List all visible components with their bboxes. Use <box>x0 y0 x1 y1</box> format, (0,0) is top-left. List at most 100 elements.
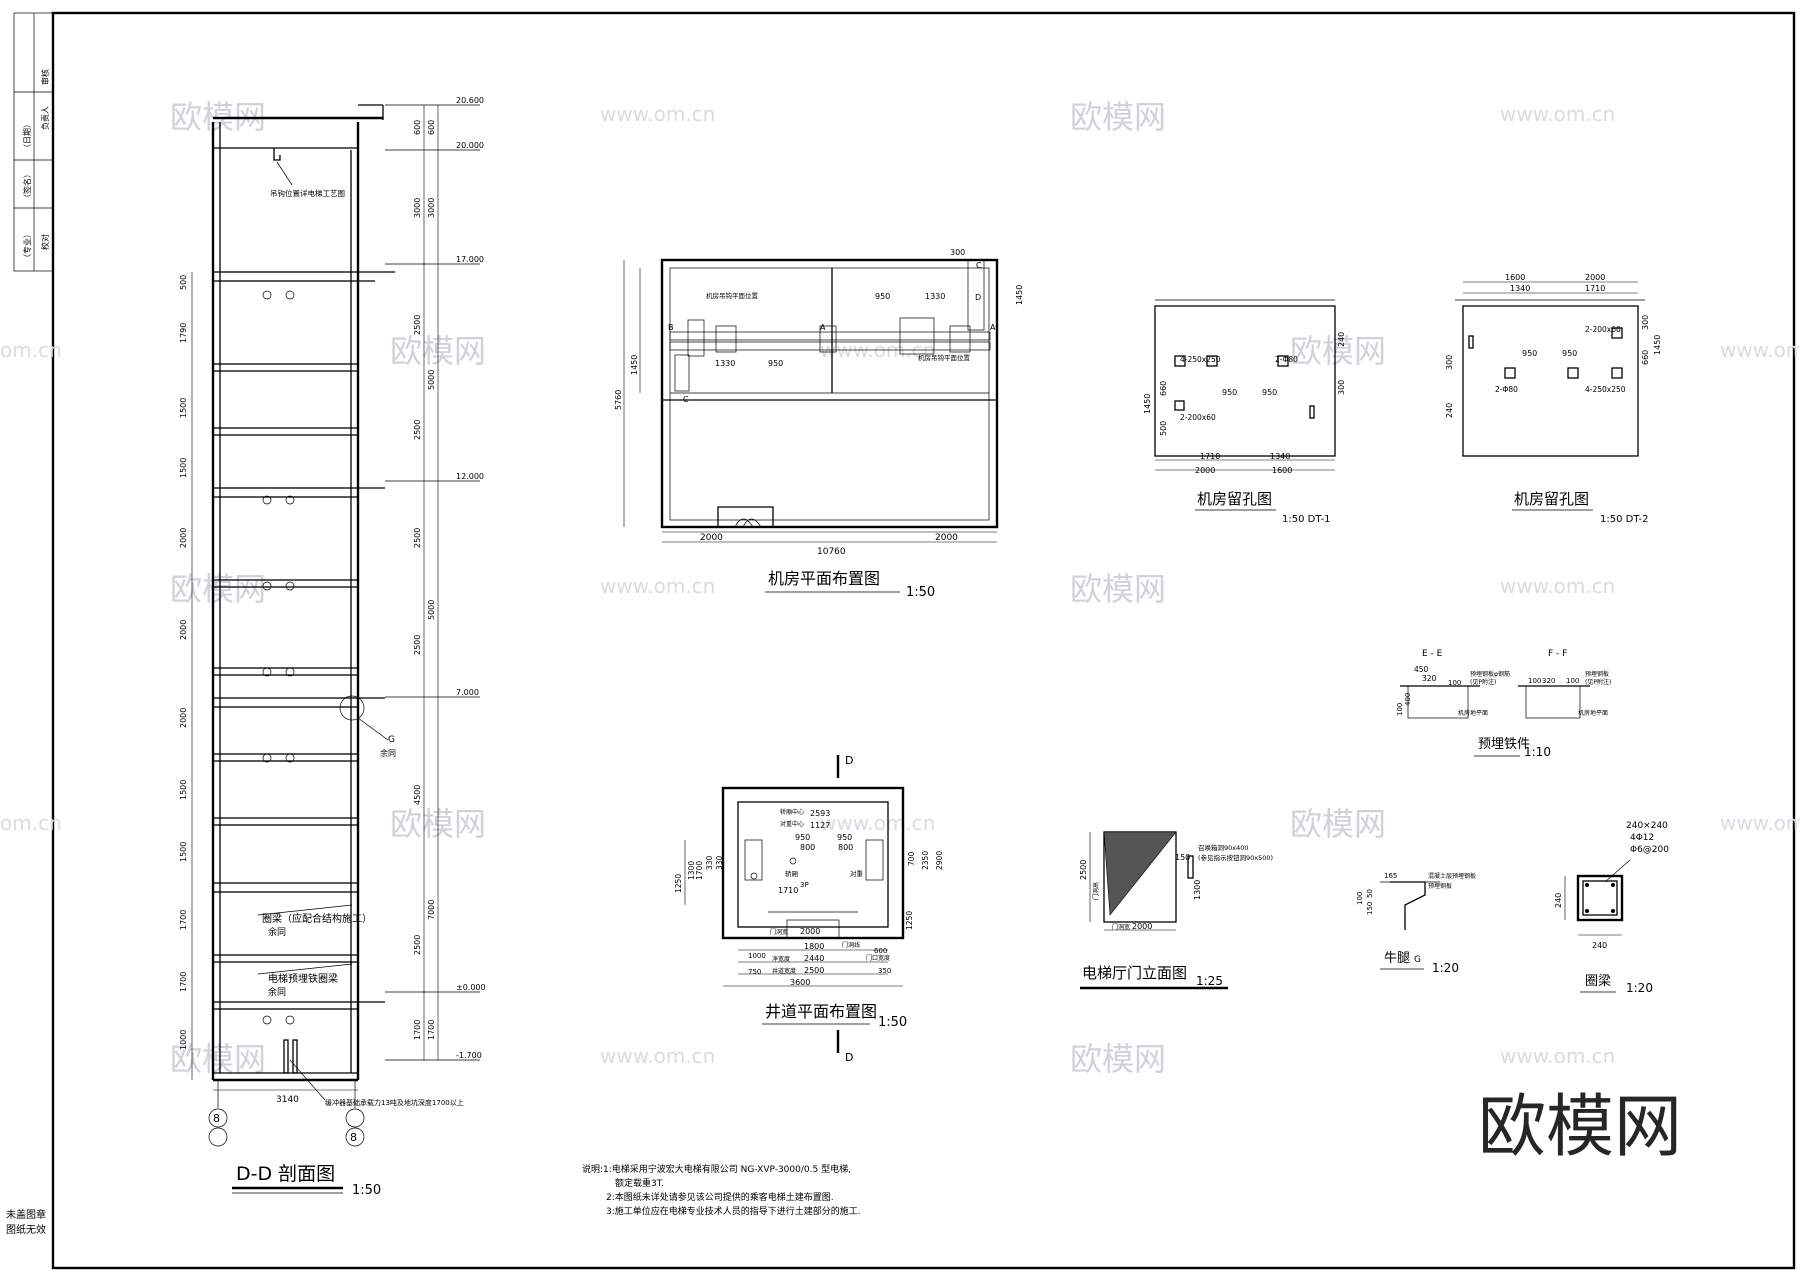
inner-dim-5: 2500 <box>413 528 422 548</box>
ring-dim-w: 240 <box>1592 941 1607 950</box>
dt1-dim-660: 660 <box>1159 381 1168 396</box>
door-dim-2500: 2500 <box>1079 860 1088 880</box>
outer-dim-3: 5000 <box>427 370 436 390</box>
shaft-plan: D D 轿厢中心 对重中心 2593 1127 950 950 800 800 … <box>674 754 944 1064</box>
shaft-dim-1250: 1250 <box>674 874 683 893</box>
dt1-scale: 1:50 DT-1 <box>1282 514 1331 525</box>
left-dim-12: 1000 <box>179 1030 188 1050</box>
dt1-hole-1: 4-250x250 <box>1180 355 1221 364</box>
watermark-url: om.cn <box>0 811 62 835</box>
shaft-dim-2000: 2000 <box>800 927 820 936</box>
shaft-dim-950a: 950 <box>795 833 810 842</box>
embed-f-dim-1: 100 <box>1528 677 1541 685</box>
mr-dim-1450b: 1450 <box>1015 285 1024 305</box>
shaft-dim-3600: 3600 <box>790 978 810 987</box>
dt1-dim-2000: 2000 <box>1195 466 1215 475</box>
watermark-url: www.om.cn <box>600 102 715 126</box>
watermark-url: om.cn <box>0 338 62 362</box>
dt1-dim-1340: 1340 <box>1270 452 1290 461</box>
dt1-dim-1710: 1710 <box>1200 452 1220 461</box>
mr-label-c1: C <box>683 395 689 404</box>
title-block: （专业） （签名） （日期） 负责人 审核 校对 未盖图章 图纸无效 <box>6 12 54 1236</box>
corbel-dim-165: 165 <box>1384 872 1397 880</box>
shaft-dim-750: 750 <box>748 968 761 976</box>
outer-dim-6: 1700 <box>427 1020 436 1040</box>
machine-room-scale: 1:50 <box>906 585 935 600</box>
left-dim-10: 1700 <box>179 910 188 930</box>
shaft-label-entrance: 门口宽度 <box>866 954 890 962</box>
embed-f-dim-3: 100 <box>1566 677 1579 685</box>
mr-dim-1330a: 1330 <box>715 359 735 368</box>
embed-f-label-3: 机房地平面 <box>1578 709 1608 717</box>
left-dim-3: 1500 <box>179 398 188 418</box>
title-block-line-3: （日期） <box>23 120 32 152</box>
pit-note: 缓冲器基础承载力13吨及地坑深度1700以上 <box>325 1098 464 1107</box>
dt1-hole-2: 2-Φ80 <box>1275 355 1298 364</box>
title-block-line-5: 审核 <box>40 69 50 85</box>
mr-label-b: B <box>668 323 674 332</box>
inner-dim-9: 1700 <box>413 1020 422 1040</box>
shaft-label-net-w: 净宽度 <box>772 955 790 963</box>
embed-title: 预埋铁件 <box>1478 737 1530 752</box>
dt1-dim-1450: 1450 <box>1143 394 1152 414</box>
mr-dim-door-right: 2000 <box>935 533 958 543</box>
dt2-dim-1710: 1710 <box>1585 284 1605 293</box>
dt2-hole-2: 2-Φ80 <box>1495 385 1518 394</box>
mr-dim-1330b: 1330 <box>925 292 945 301</box>
hook-note: 吊钩位置详电梯工艺图 <box>270 188 345 198</box>
embed-same: 余同 <box>268 986 286 998</box>
shaft-scale: 1:50 <box>878 1015 907 1030</box>
shaft-dim-2440: 2440 <box>804 954 824 963</box>
outer-dim-2: 3000 <box>427 198 436 218</box>
dt2-scale: 1:50 DT-2 <box>1600 514 1649 525</box>
dt2-dim-1340: 1340 <box>1510 284 1530 293</box>
shaft-dim-700: 700 <box>907 851 916 866</box>
outer-dim-5: 7000 <box>427 900 436 920</box>
dt2-dim-300b: 300 <box>1445 355 1454 370</box>
shaft-label-door-line: 门洞线 <box>842 941 860 949</box>
hall-door-elevation: 2500 2000 150 1300 召唤箱洞90x400 (参见指示按钮洞90… <box>1079 831 1273 990</box>
detail-g-label: G <box>388 735 395 745</box>
shaft-dim-2500: 2500 <box>804 966 824 975</box>
outer-dim-4: 5000 <box>427 600 436 620</box>
embed-e-dim-3: 100 <box>1396 703 1404 716</box>
mr-label-a1: A <box>990 323 996 332</box>
shaft-dim-1710: 1710 <box>778 886 798 895</box>
shaft-dim-950b: 950 <box>837 833 852 842</box>
embed-f-label-1: 预埋钢板 <box>1585 670 1609 678</box>
ring-beam-scale: 1:20 <box>1626 981 1653 995</box>
inner-dim-1: 600 <box>413 120 422 135</box>
dt1-dim-950b: 950 <box>1262 388 1277 397</box>
dt2-dim-950a: 950 <box>1522 349 1537 358</box>
general-notes: 说明:1:电梯采用宁波宏大电梯有限公司 NG-XVP-3000/0.5 型电梯,… <box>582 1163 861 1217</box>
embed-e-dim-2: 320 <box>1422 674 1437 683</box>
shaft-dim-1800: 1800 <box>804 942 824 951</box>
mr-dim-total: 10760 <box>817 547 846 557</box>
door-label-call: 召唤箱洞90x400 <box>1198 843 1249 852</box>
embed-markers <box>262 290 295 1025</box>
dt1-dim-950a: 950 <box>1222 388 1237 397</box>
watermark-url: www.om.cn <box>1720 338 1800 362</box>
hole-plan-dt2: 2-200x60 2-Φ80 4-250x250 1600 2000 1340 … <box>1445 273 1662 525</box>
dt1-title: 机房留孔图 <box>1197 490 1272 508</box>
corbel-title: 牛腿 <box>1384 951 1410 966</box>
shaft-label-car: 轿厢 <box>785 869 799 878</box>
dt2-hole-3: 4-250x250 <box>1585 385 1626 394</box>
shaft-width-dim: 3140 <box>276 1095 299 1105</box>
door-dim-150: 150 <box>1175 853 1190 862</box>
mr-label-a2: A <box>820 323 826 332</box>
elevation-4: 12.000 <box>456 472 484 481</box>
note-line-4: 3:施工单位应在电梯专业技术人员的指导下进行土建部分的施工. <box>606 1205 861 1217</box>
ring-dim-h: 240 <box>1554 893 1563 908</box>
hall-door-title: 电梯厅门立面图 <box>1082 964 1187 982</box>
sheet-border <box>51 11 1796 1270</box>
dt1-dim-1600: 1600 <box>1272 466 1292 475</box>
inner-dim-2: 3000 <box>413 198 422 218</box>
watermark-brand-large: 欧模网 <box>1478 1088 1682 1167</box>
watermark-cn: 欧模网 <box>170 570 266 608</box>
dt1-dim-240: 240 <box>1337 332 1346 347</box>
left-dim-2: 1790 <box>179 323 188 343</box>
corbel-scale: 1:20 <box>1432 961 1459 975</box>
embed-e-dim-5: 100 <box>1448 679 1461 687</box>
